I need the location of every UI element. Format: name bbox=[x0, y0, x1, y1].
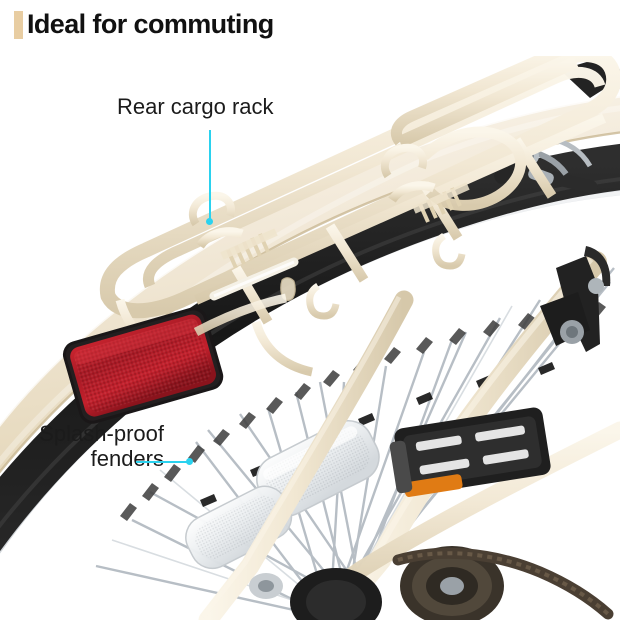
pedal bbox=[389, 407, 551, 497]
header: Ideal for commuting bbox=[0, 0, 620, 56]
rack-spring-clamp-right bbox=[388, 181, 470, 223]
callout-leader-line-rear-cargo-rack bbox=[209, 130, 211, 222]
rack-spring-clamp-left bbox=[196, 227, 278, 269]
callout-label-splash-proof-fenders: Splash-proof fenders bbox=[39, 421, 164, 471]
callout-label-rear-cargo-rack: Rear cargo rack bbox=[117, 94, 274, 119]
page-title: Ideal for commuting bbox=[27, 9, 274, 39]
rear-hub-drivetrain bbox=[249, 546, 614, 620]
callout-leader-line-splash-proof-fenders bbox=[136, 461, 188, 463]
rear-red-reflector bbox=[62, 307, 224, 424]
callout-leader-dot-splash-proof-fenders bbox=[186, 458, 193, 465]
rear-cargo-rack bbox=[99, 42, 620, 378]
cassette bbox=[400, 546, 504, 620]
rear-brake-caliper bbox=[519, 135, 611, 352]
callout-leader-dot-rear-cargo-rack bbox=[206, 218, 213, 225]
header-accent-bar bbox=[14, 11, 23, 39]
